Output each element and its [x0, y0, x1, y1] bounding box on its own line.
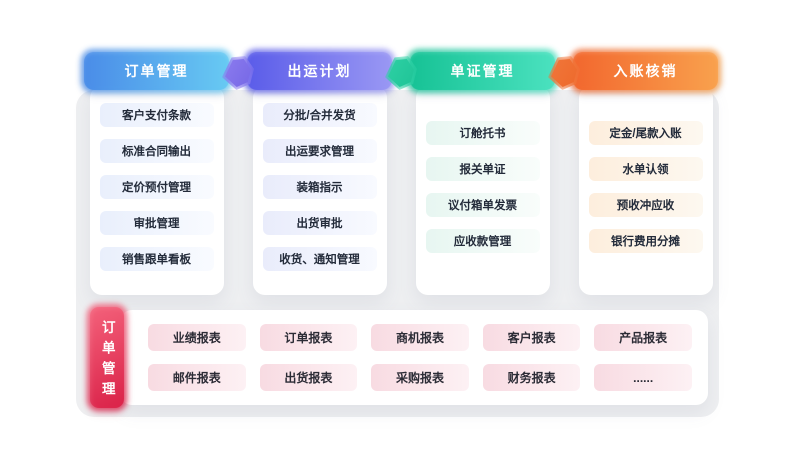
feature-item: 应收款管理 [425, 229, 540, 253]
feature-item: 标准合同输出 [99, 139, 214, 163]
hexagon-connector-icon [222, 56, 254, 90]
feature-item: 销售跟单看板 [99, 247, 214, 271]
report-pill: 邮件报表 [148, 364, 246, 391]
report-pill: 采购报表 [371, 364, 469, 391]
feature-item: 水单认领 [588, 157, 703, 181]
report-pill: ...... [594, 364, 692, 391]
report-pill: 订单报表 [259, 324, 358, 351]
feature-card: 定金/尾款入账 水单认领 预收冲应收 银行费用分摊 [578, 86, 713, 295]
report-pill: 商机报表 [371, 324, 469, 351]
reports-row: 邮件报表 出货报表 采购报表 财务报表 ...... [148, 364, 692, 391]
feature-item: 客户支付条款 [99, 103, 214, 127]
flow-column-title: 订单管理 [124, 63, 189, 79]
feature-item: 审批管理 [99, 211, 214, 235]
flow-column-documents: 单证管理 订舱托书 报关单证 议付箱单发票 应收款管理 [410, 52, 555, 295]
flow-column-shipping-plan: 出运计划 分批/合并发货 出运要求管理 装箱指示 出货审批 收货、通知管理 [247, 52, 392, 295]
section-vertical-label: 订单管理 [90, 307, 124, 408]
report-pill: 业绩报表 [148, 324, 246, 351]
feature-item: 定金/尾款入账 [588, 121, 703, 145]
feature-item: 议付箱单发票 [425, 193, 540, 217]
report-pill: 客户报表 [482, 324, 581, 351]
hexagon-connector-icon [385, 56, 417, 90]
feature-card: 分批/合并发货 出运要求管理 装箱指示 出货审批 收货、通知管理 [252, 86, 387, 295]
feature-item: 出运要求管理 [262, 139, 377, 163]
feature-item: 报关单证 [425, 157, 540, 181]
feature-item: 分批/合并发货 [262, 103, 377, 127]
flow-column-title: 单证管理 [450, 63, 515, 79]
flow-column-title: 出运计划 [287, 63, 352, 79]
flow-column-payment-writeoff: 入账核销 定金/尾款入账 水单认领 预收冲应收 银行费用分摊 [573, 52, 718, 295]
flow-column-header: 订单管理 [84, 52, 229, 90]
flow-column-header: 单证管理 [410, 52, 555, 90]
feature-item: 预收冲应收 [588, 193, 703, 217]
feature-item: 银行费用分摊 [588, 229, 703, 253]
flow-column-title: 入账核销 [613, 63, 678, 79]
feature-item: 订舱托书 [425, 121, 540, 145]
feature-card: 订舱托书 报关单证 议付箱单发票 应收款管理 [415, 86, 550, 295]
feature-item: 定价预付管理 [99, 175, 214, 199]
reports-row: 业绩报表 订单报表 商机报表 客户报表 产品报表 [148, 324, 692, 351]
reports-card: 业绩报表 订单报表 商机报表 客户报表 产品报表 邮件报表 出货报表 采购报表 … [120, 310, 708, 405]
flow-column-order-management: 订单管理 客户支付条款 标准合同输出 定价预付管理 审批管理 销售跟单看板 [84, 52, 229, 295]
flow-columns-row: 订单管理 客户支付条款 标准合同输出 定价预付管理 审批管理 销售跟单看板 出运… [84, 52, 718, 295]
feature-item: 装箱指示 [262, 175, 377, 199]
hexagon-connector-icon [548, 56, 580, 90]
flow-column-header: 出运计划 [247, 52, 392, 90]
feature-card: 客户支付条款 标准合同输出 定价预付管理 审批管理 销售跟单看板 [89, 86, 224, 295]
report-pill: 财务报表 [482, 364, 581, 391]
report-pill: 产品报表 [594, 324, 692, 351]
feature-item: 出货审批 [262, 211, 377, 235]
section-vertical-label-text: 订单管理 [99, 319, 115, 402]
feature-item: 收货、通知管理 [262, 247, 377, 271]
report-pill: 出货报表 [259, 364, 358, 391]
flow-column-header: 入账核销 [573, 52, 718, 90]
